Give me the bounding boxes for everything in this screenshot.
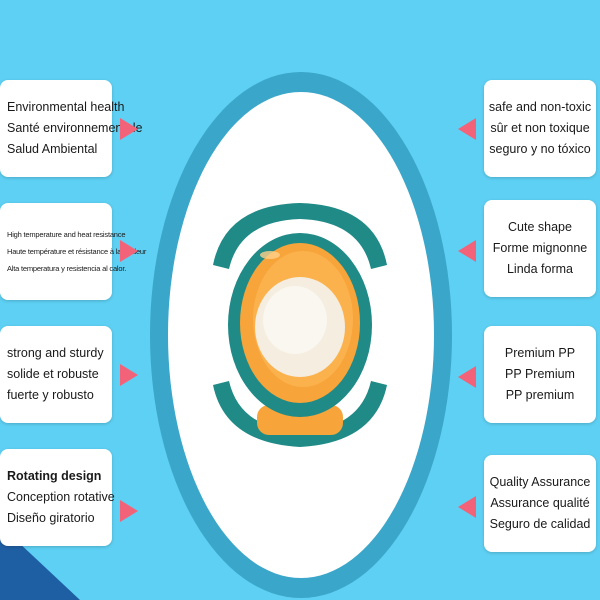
pointer-arrow-icon bbox=[120, 240, 138, 262]
feature-card-quality: Quality Assurance Assurance qualité Segu… bbox=[484, 455, 596, 552]
feature-line: PP premium bbox=[505, 388, 575, 402]
feature-card-sturdy: strong and sturdy solide et robuste fuer… bbox=[0, 326, 112, 423]
pointer-arrow-icon bbox=[458, 366, 476, 388]
feature-card-rotating: Rotating design Conception rotative Dise… bbox=[0, 449, 115, 546]
feature-line: Quality Assurance bbox=[489, 475, 591, 489]
pointer-arrow-icon bbox=[120, 364, 138, 386]
feature-card-heat-resistance: High temperature and heat resistance Hau… bbox=[0, 203, 147, 300]
feature-line: Premium PP bbox=[504, 346, 576, 360]
feature-line: Conception rotative bbox=[7, 490, 115, 504]
feature-card-environmental: Environmental health Santé environnement… bbox=[0, 80, 143, 177]
feature-line: Santé environnementale bbox=[7, 121, 143, 135]
feature-line: safe and non-toxic bbox=[488, 100, 592, 114]
feature-line: Diseño giratorio bbox=[7, 511, 95, 525]
pointer-arrow-icon bbox=[120, 118, 138, 140]
pointer-arrow-icon bbox=[120, 500, 138, 522]
feature-line: strong and sturdy bbox=[7, 346, 104, 360]
feature-line: Haute température et résistance à la cha… bbox=[7, 247, 147, 256]
feature-line: Salud Ambiental bbox=[7, 142, 98, 156]
feature-line: PP Premium bbox=[505, 367, 575, 381]
feature-card-safe: safe and non-toxic sûr et non toxique se… bbox=[484, 80, 596, 177]
feature-line: Linda forma bbox=[506, 262, 573, 276]
feature-line: Environmental health bbox=[7, 100, 125, 114]
feature-line: Alta temperatura y resistencia al calor. bbox=[7, 264, 127, 273]
feature-line: fuerte y robusto bbox=[7, 388, 94, 402]
feature-line: sûr et non toxique bbox=[490, 121, 590, 135]
feature-line: Rotating design bbox=[7, 469, 102, 483]
feature-line: Forme mignonne bbox=[492, 241, 588, 255]
feature-line: solide et robuste bbox=[7, 367, 99, 381]
feature-card-premium-pp: Premium PP PP Premium PP premium bbox=[484, 326, 596, 423]
feature-line: High temperature and heat resistance bbox=[7, 230, 126, 239]
feature-card-cute-shape: Cute shape Forme mignonne Linda forma bbox=[484, 200, 596, 297]
feature-line: Seguro de calidad bbox=[489, 517, 591, 531]
gyro-bowl-icon bbox=[213, 203, 387, 447]
pointer-arrow-icon bbox=[458, 118, 476, 140]
pointer-arrow-icon bbox=[458, 240, 476, 262]
pointer-arrow-icon bbox=[458, 496, 476, 518]
feature-line: Cute shape bbox=[508, 220, 572, 234]
feature-line: seguro y no tóxico bbox=[489, 142, 591, 156]
feature-line: Assurance qualité bbox=[490, 496, 590, 510]
